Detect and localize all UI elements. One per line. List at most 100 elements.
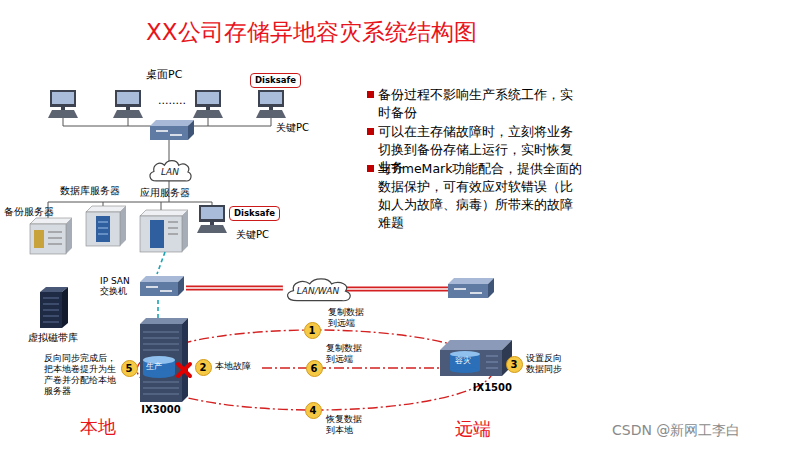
desktop-pc (61, 107, 65, 110)
database-server (96, 216, 110, 242)
cloud-text: LAN (161, 167, 179, 178)
ix3000-storage (182, 318, 188, 402)
link-line (186, 288, 283, 289)
key-pc (199, 205, 225, 222)
ix3000-storage (140, 318, 188, 324)
lan-switch (188, 120, 194, 140)
application-server (140, 210, 188, 216)
lan-switch (150, 120, 194, 126)
label-slot: 备份过程不影响生产系统工作，实时备份 (378, 86, 584, 122)
label-slot: 设置反向数据同步 (526, 353, 566, 375)
san-link (157, 252, 165, 274)
model-label: IX3000 (130, 404, 192, 416)
application-server (140, 216, 182, 252)
ip-san-switch (146, 287, 172, 291)
remote-switch (448, 278, 494, 284)
label-slot: 反向同步完成后，把本地卷提升为生产卷并分配给本地服务器 (44, 353, 120, 397)
pc-label: 关键PC (276, 122, 309, 134)
database-server (86, 212, 120, 246)
remote-switch (454, 289, 482, 293)
desktop-pc (50, 90, 76, 107)
lan-wiring (48, 118, 271, 220)
cloud-text: LAN/WAN (297, 286, 339, 297)
ip-san-switch (178, 276, 184, 296)
callout-number: 5 (126, 363, 133, 374)
step-note: 反向同步完成后，把本地卷提升为生产卷并分配给本地服务器 (44, 353, 120, 397)
pc-label: 桌面PC (146, 68, 182, 81)
server-label: 应用服务器 (140, 187, 190, 199)
backup-server (30, 218, 72, 224)
watermark: CSDN @新网工李白 (612, 422, 740, 439)
tape-library: 虚拟磁带库 (22, 286, 84, 344)
tag-text: Disksafe (255, 75, 296, 86)
key-pc (197, 205, 227, 233)
desktop-pc (193, 110, 223, 118)
desktop-pc (206, 107, 210, 110)
application-server (168, 222, 178, 234)
step-circle: 6 (306, 360, 323, 377)
database-server (120, 206, 126, 246)
desktop-pc (113, 110, 143, 118)
ix3000-storage (178, 364, 190, 376)
ix1500-storage (436, 336, 514, 380)
wan-cloud: LAN/WAN (283, 276, 353, 304)
disksafe-tag: Disksafe (250, 73, 301, 88)
label-slot: 本地 (80, 416, 116, 438)
ip-san-switch (138, 274, 184, 298)
replication-loop (137, 330, 493, 410)
step-note: 本地故障 (215, 361, 251, 372)
desktop-pc (256, 110, 286, 118)
label-slot: 应用服务器 (140, 187, 190, 199)
ix1500-storage (486, 356, 498, 368)
remote-switch (448, 284, 488, 298)
desktop-pc (52, 92, 74, 104)
step-circle: 3 (506, 356, 523, 373)
desktop-pc (195, 90, 221, 107)
label-slot: ........ (158, 94, 186, 107)
pc-label: 关键PC (236, 229, 269, 241)
application-server (140, 210, 188, 252)
label-slot: 远端 (455, 418, 491, 440)
diagram-title: XX公司存储异地容灾系统结构图 (146, 18, 477, 46)
ix1500-storage: 容灾IX1500 (436, 336, 512, 398)
database-server (86, 206, 126, 212)
ix3000-storage: 生产IX3000 (130, 318, 192, 418)
lan-switch (150, 120, 194, 140)
callout-number: 4 (310, 405, 317, 416)
san-link (157, 252, 165, 274)
desktop-pc (269, 107, 273, 110)
callout-number: 1 (309, 325, 316, 336)
application-server (150, 220, 164, 248)
label-slot: CSDN @新网工李白 (612, 422, 740, 439)
bullet-square (367, 91, 374, 98)
key-pc (210, 222, 214, 225)
desktop-pc (260, 92, 282, 104)
step-circle: 2 (195, 359, 212, 376)
bullet-text: 与TimeMark功能配合，提供全面的数据保护，可有效应对软错误（比如人为故障、… (378, 160, 584, 232)
link-line (158, 300, 159, 318)
callout-number: 3 (511, 359, 518, 370)
disksafe-tag: Disksafe (229, 206, 280, 221)
label-slot: 备份服务器 (4, 206, 54, 218)
wan-cloud (287, 279, 350, 301)
link-stroke (157, 300, 159, 318)
ellipsis-mark: ........ (158, 94, 186, 107)
lan-wiring (48, 118, 271, 220)
desktop-pc (197, 92, 219, 104)
switch-label: IP SAN 交换机 (100, 276, 138, 296)
ix1500-storage (440, 340, 512, 350)
lan-cloud: LAN (147, 158, 193, 184)
replication-loop (137, 330, 493, 410)
callout-number: 6 (311, 363, 318, 374)
remote-switch (488, 278, 494, 298)
backup-server (34, 230, 44, 248)
label-slot: 桌面PC (146, 68, 182, 81)
ip-san-switch: IP SAN 交换机 (100, 272, 186, 300)
title-slot: XX公司存储异地容灾系统结构图 (146, 18, 477, 46)
desktop-pc (126, 107, 130, 110)
bullet-square (367, 128, 374, 135)
link-stroke (186, 286, 283, 291)
label-slot: 复制数据到远端 (328, 307, 368, 329)
server-label: 备份服务器 (4, 206, 54, 218)
desktop-pc (48, 110, 78, 118)
